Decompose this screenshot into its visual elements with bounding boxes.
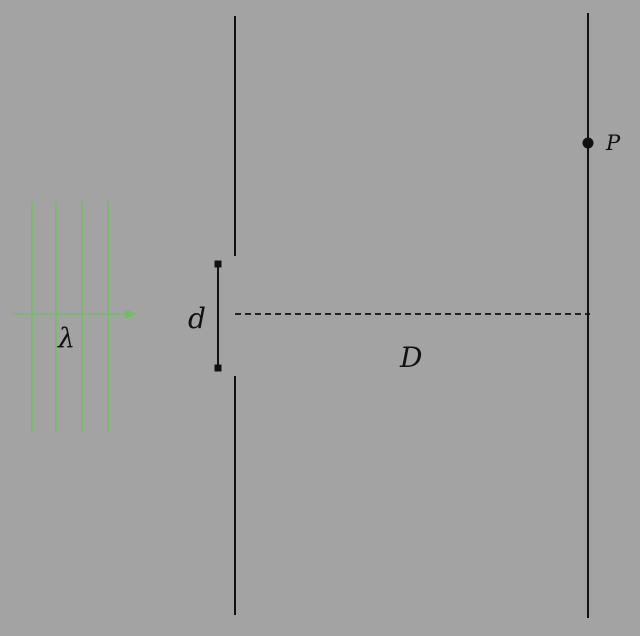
wavefronts [31,201,109,432]
point-p-label: P [605,131,621,155]
lower-slit-end-icon [214,364,222,372]
arrowhead-icon [125,309,137,319]
upper-slit-end-icon [214,260,222,268]
propagation-arrow [13,309,137,319]
point-p-dot-icon [582,137,594,149]
screen-distance-label: D [399,341,422,374]
slit-separation-label: d [188,302,206,335]
slit-separation-marker [214,260,222,372]
wavelength-label: λ [57,323,75,354]
